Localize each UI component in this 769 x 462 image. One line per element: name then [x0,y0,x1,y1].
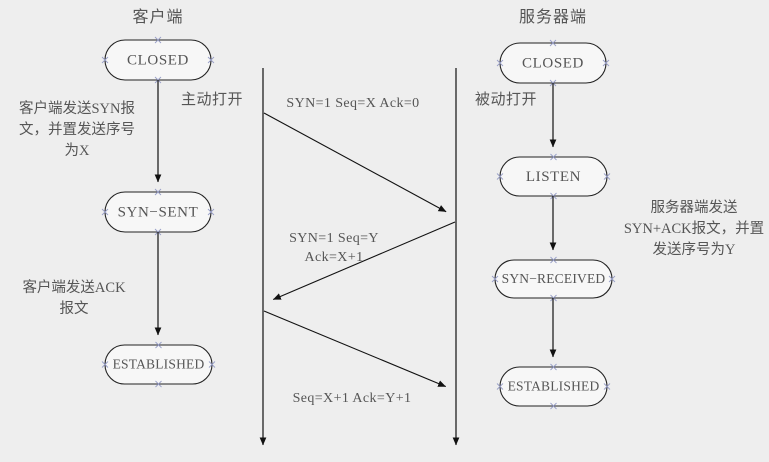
selection-handle-icon [155,380,162,388]
selection-handle-icon [491,275,499,283]
selection-handle-icon [602,59,610,67]
selection-handle-icon [603,173,611,180]
active-open-label: 主动打开 [181,91,243,108]
server-lane-title: 服务器端 [519,8,587,26]
message-arrow-ack [263,310,447,388]
client-lane-title: 客户端 [132,8,183,26]
selection-handle-icon [550,256,557,264]
state-label: ESTABLISHED [508,379,600,394]
message-arrow-syn-ack [272,221,456,300]
state-label: LISTEN [526,169,581,185]
state-label: SYN−RECEIVED [502,271,606,286]
state-label: CLOSED [127,52,189,68]
selection-handle-icon [550,363,557,371]
selection-handle-icon [154,36,162,44]
state-label: ESTABLISHED [113,357,205,372]
client-state-synsent: SYN−SENT [101,188,215,236]
client-state-established: ESTABLISHED [101,341,216,388]
server-state-closed: CLOSED [496,39,610,87]
selection-handle-icon [496,59,504,67]
timelines-group [259,68,460,446]
selection-handle-icon [608,275,616,283]
note-client-send-syn: 客户端发送SYN报文，并置发送序号为X [19,100,135,159]
selection-handle-icon [603,383,611,390]
selection-handle-icon [550,402,557,410]
server-state-synreceived: SYN−RECEIVED [491,256,616,302]
client-state-closed: CLOSED [101,36,215,84]
selection-handle-icon [154,188,162,196]
server-state-boxes: CLOSED LISTEN SYN−RECEIVED ESTABLISHED [491,39,616,410]
selection-handle-icon [101,361,109,368]
selection-handle-icon [208,361,216,368]
selection-handle-icon [207,208,215,216]
message-arrow-syn [263,112,447,213]
selection-handle-icon [101,56,109,64]
selection-handle-icon [155,341,162,349]
message-label-syn: SYN=1 Seq=X Ack=0 [286,96,419,111]
state-label: CLOSED [522,55,584,71]
message-label-ack: Seq=X+1 Ack=Y+1 [293,391,412,406]
passive-open-label: 被动打开 [475,91,537,108]
state-label: SYN−SENT [118,204,199,220]
selection-handle-icon [496,383,504,390]
selection-handle-icon [101,208,109,216]
selection-handle-icon [496,173,504,180]
server-state-listen: LISTEN [496,153,611,200]
selection-handle-icon [549,39,557,47]
client-state-boxes: CLOSED SYN−SENT ESTABLISHED [101,36,216,388]
selection-handle-icon [550,153,557,161]
state-transition-arrows [154,80,557,358]
selection-handle-icon [207,56,215,64]
server-state-established: ESTABLISHED [496,363,611,410]
